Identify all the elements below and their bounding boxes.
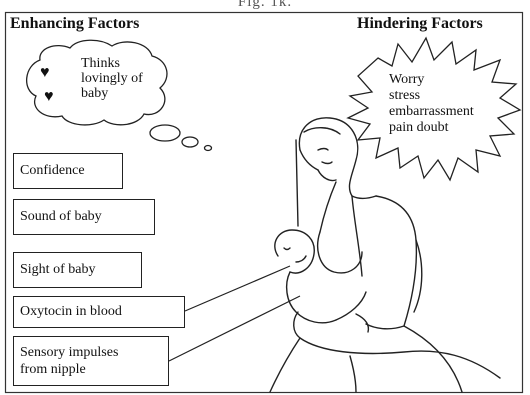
enhancing-factor-label: Sensory impulses — [20, 344, 162, 361]
enhancing-factor-label: Sight of baby — [20, 262, 135, 278]
pointer-lines — [169, 266, 300, 361]
enhancing-factor-label: Oxytocin in blood — [20, 304, 178, 320]
thought-cloud-text: Thinks lovingly of baby — [81, 56, 143, 101]
heart-icon: ♥ — [40, 65, 50, 81]
thought-bubble-large — [150, 125, 180, 141]
enhancing-factors-heading: Enhancing Factors — [10, 15, 139, 33]
oxytocin-pointer-line — [185, 266, 290, 311]
thought-line: Thinks — [81, 56, 143, 71]
heart-icon: ♥ — [44, 89, 54, 105]
enhancing-factor-box-oxytocin: Oxytocin in blood — [13, 296, 185, 328]
thought-bubble-small — [205, 146, 212, 151]
hindering-factor: Worry — [389, 72, 474, 88]
enhancing-factor-box-sensory: Sensory impulses from nipple — [13, 336, 169, 386]
thought-bubble-medium — [182, 137, 198, 147]
enhancing-factor-label: from nipple — [20, 361, 162, 378]
sensory-pointer-line — [169, 296, 300, 361]
hindering-factors-heading: Hindering Factors — [357, 15, 483, 33]
enhancing-factor-box-sound: Sound of baby — [13, 199, 155, 235]
hindering-factor: embarrassment — [389, 104, 474, 120]
hindering-factor: pain doubt — [389, 120, 474, 136]
enhancing-factor-label: Confidence — [20, 163, 116, 179]
hindering-factor: stress — [389, 88, 474, 104]
enhancing-factor-box-sight: Sight of baby — [13, 252, 142, 288]
hindering-factors-list: Worry stress embarrassment pain doubt — [389, 72, 474, 136]
thought-line: baby — [81, 86, 143, 101]
thought-line: lovingly of — [81, 71, 143, 86]
enhancing-factor-box-confidence: Confidence — [13, 153, 123, 189]
enhancing-factor-label: Sound of baby — [20, 209, 148, 225]
